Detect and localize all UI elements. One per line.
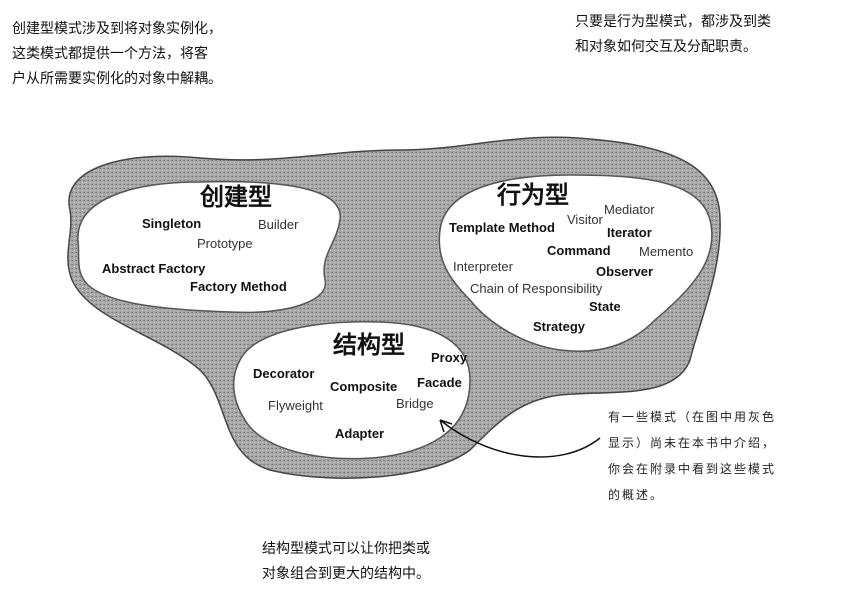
structural-note: 结构型模式可以让你把类或 对象组合到更大的结构中。 [262,541,430,582]
behavioral-title: 行为型 [496,181,569,209]
pattern-template-method: Template Method [449,220,555,235]
pattern-prototype: Prototype [197,236,253,251]
creational-blob [77,180,341,314]
pattern-observer: Observer [596,264,653,279]
pattern-interpreter: Interpreter [453,259,514,274]
pattern-state: State [589,299,621,314]
structural-blob [232,321,471,460]
pattern-adapter: Adapter [335,426,384,441]
pattern-chain-of-responsibility: Chain of Responsibility [470,281,603,296]
pattern-memento: Memento [639,244,693,259]
pattern-visitor: Visitor [567,212,604,227]
behavioral-note: 只要是行为型模式，都涉及到类 和对象如何交互及分配职责。 [575,14,771,55]
pattern-command: Command [547,243,611,258]
pattern-factory-method: Factory Method [190,279,287,294]
arrow-icon [439,419,601,458]
pattern-builder: Builder [258,217,299,232]
pattern-flyweight: Flyweight [268,398,323,413]
pattern-proxy: Proxy [431,350,468,365]
pattern-bridge: Bridge [396,396,434,411]
behavioral-blob [438,174,713,352]
pattern-strategy: Strategy [533,319,586,334]
pattern-decorator: Decorator [253,366,314,381]
pattern-singleton: Singleton [142,216,201,231]
pattern-mediator: Mediator [604,202,655,217]
creational-note: 创建型模式涉及到将对象实例化， 这类模式都提供一个方法，将客 户从所需要实例化的… [12,21,222,87]
gray-patterns-note: 有一些模式（在图中用灰色 显示）尚未在本书中介绍， 你会在附录中看到这些模式 的… [608,410,777,502]
pattern-composite: Composite [330,379,397,394]
pattern-iterator: Iterator [607,225,652,240]
pattern-abstract-factory: Abstract Factory [102,261,206,276]
structural-title: 结构型 [333,331,405,359]
creational-title: 创建型 [199,183,272,211]
pattern-facade: Facade [417,375,462,390]
